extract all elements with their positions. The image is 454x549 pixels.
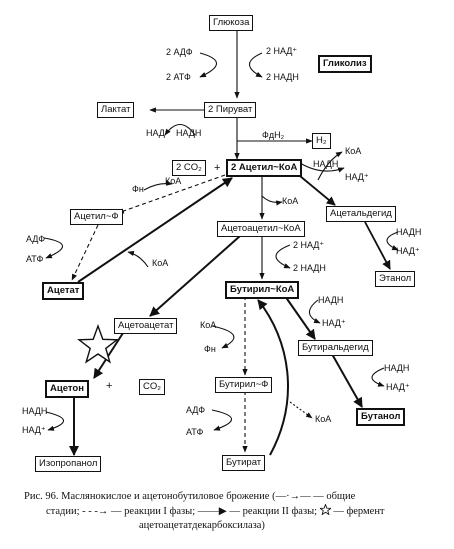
box-butyraldehyde: Бутиральдегид bbox=[298, 340, 373, 356]
box-butanol: Бутанол bbox=[356, 408, 406, 426]
box-acetoacetate: Ацетоацетат bbox=[114, 318, 178, 334]
box-lactate: Лактат bbox=[97, 102, 135, 118]
caption-line-1: Рис. 96. Маслянокислое и ацетонобутилово… bbox=[24, 491, 356, 502]
box-pyruvate: 2 Пируват bbox=[204, 102, 257, 118]
box-acetyl-coa: 2 Ацетил~КоА bbox=[226, 159, 303, 177]
label-nad-lactate: НАД⁺ bbox=[146, 128, 170, 138]
caption-line-2: стадии; - - -→ — реакции I фазы; ——▶ — р… bbox=[46, 506, 318, 517]
arrow-nadh-nad-butyraldehyde bbox=[308, 299, 321, 324]
arrow-nadh-nad-isopropanol bbox=[45, 411, 65, 431]
arrow-koa-release-butyrate bbox=[289, 401, 313, 419]
label-nadh-butyryl: 2 НАДН bbox=[293, 263, 326, 273]
box-acetone: Ацетон bbox=[45, 380, 89, 398]
label-nad-isopropanol: НАД⁺ bbox=[22, 425, 46, 435]
label-adp-glycolysis: 2 АДФ bbox=[166, 47, 193, 57]
label-nadh-butyraldehyde: НАДН bbox=[318, 295, 344, 305]
label-pn-top: Фн bbox=[132, 184, 144, 194]
arrow-adp-atp-butyrylp bbox=[211, 409, 233, 431]
arrow-koa-pn-butyrylp bbox=[211, 325, 235, 349]
legend-star-icon bbox=[319, 504, 331, 515]
arrow-acetoacetylcoa-acetoacetate bbox=[149, 235, 241, 317]
label-koa-butyrylp: КоА bbox=[200, 320, 217, 330]
arrow-pn-koa bbox=[143, 180, 173, 191]
label-nadh-lactate: НАДН bbox=[176, 128, 202, 138]
label-nadh-isopropanol: НАДН bbox=[22, 406, 48, 416]
arrow-koa-acetoacetyl bbox=[261, 195, 283, 206]
box-co2-top: 2 CO₂ bbox=[172, 160, 206, 176]
arrow-acetate-acetylcoa bbox=[77, 177, 233, 283]
label-nadh-butanol: НАДН bbox=[384, 363, 410, 373]
arrow-butyrylcoa-butyraldehyde bbox=[284, 295, 316, 340]
plus-top: + bbox=[214, 162, 221, 174]
arrow-nad-nadh-glycolysis bbox=[248, 52, 263, 78]
label-pn-butyrylp: Фн bbox=[204, 344, 216, 354]
label-nad-acetaldehyde: НАД⁺ bbox=[345, 172, 369, 182]
enzyme-star-icon bbox=[77, 323, 119, 364]
figure-caption: Рис. 96. Маслянокислое и ацетонобутилово… bbox=[24, 490, 444, 533]
label-nad-butyraldehyde: НАД⁺ bbox=[322, 318, 346, 328]
box-isopropanol: Изопропанол bbox=[35, 456, 102, 472]
arrow-nadh-nad-acetaldehyde bbox=[299, 162, 345, 173]
label-fdh2: ФдH₂ bbox=[262, 130, 285, 140]
caption-line-2-wrap: стадии; - - -→ — реакции I фазы; ——▶ — р… bbox=[24, 504, 444, 519]
label-koa-acetoacetyl: КоА bbox=[282, 196, 299, 206]
arrow-adp-atp-acetylp bbox=[43, 237, 64, 259]
label-nad-butyryl: 2 НАД⁺ bbox=[293, 240, 325, 250]
box-butyryl-coa: Бутирил~КоА bbox=[225, 281, 300, 299]
box-ethanol: Этанол bbox=[375, 271, 416, 287]
label-koa-acetaldehyde: КоА bbox=[345, 146, 362, 156]
label-nad-butanol: НАД⁺ bbox=[386, 382, 410, 392]
arrow-koa-acetate-line bbox=[127, 250, 149, 268]
arrow-acetylcoa-acetylp bbox=[117, 174, 226, 214]
arrow-adp-atp-glycolysis bbox=[199, 52, 218, 78]
label-atp-butyrylp: АТФ bbox=[186, 427, 204, 437]
arrow-acetylcoa-acetaldehyde bbox=[299, 175, 336, 206]
label-adp-butyrylp: АДФ bbox=[186, 405, 206, 415]
box-butyryl-p: Бутирил~Ф bbox=[215, 377, 273, 393]
box-glycolysis: Гликолиз bbox=[318, 55, 372, 73]
arrow-nadh-nad-lactate bbox=[164, 123, 196, 136]
box-acetyl-p: Ацетил~Ф bbox=[70, 209, 123, 225]
box-glucose: Глюкоза bbox=[209, 15, 254, 31]
label-nadh-glycolysis: 2 НАДН bbox=[266, 72, 299, 82]
label-nad-glycolysis: 2 НАД⁺ bbox=[266, 46, 298, 56]
label-atp-acetylp: АТФ bbox=[26, 254, 44, 264]
label-koa-acetate: КоА bbox=[152, 258, 169, 268]
label-nadh-ethanol: НАДН bbox=[396, 227, 422, 237]
plus-bottom: + bbox=[106, 380, 113, 392]
arrow-nadh-nad-butanol bbox=[371, 367, 385, 387]
label-koa-acetylp: КоА bbox=[165, 176, 182, 186]
label-nadh-acetaldehyde: НАДН bbox=[313, 159, 339, 169]
box-acetaldehyde: Ацетальдегид bbox=[326, 206, 396, 222]
box-co2-bottom: CO₂ bbox=[139, 379, 165, 395]
label-koa-butyrate: КоА bbox=[315, 414, 332, 424]
arrow-acetaldehyde-ethanol bbox=[364, 221, 391, 270]
label-atp-glycolysis: 2 АТФ bbox=[166, 72, 191, 82]
label-adp-acetylp: АДФ bbox=[26, 234, 46, 244]
label-nad-ethanol: НАД⁺ bbox=[396, 246, 420, 256]
arrow-nad-nadh-butyryl bbox=[275, 244, 291, 269]
box-acetate: Ацетат bbox=[42, 282, 85, 300]
box-h2: H₂ bbox=[312, 133, 331, 149]
caption-line-2b: — фермент bbox=[333, 506, 385, 517]
arrow-nadh-nad-ethanol bbox=[386, 231, 399, 251]
arrow-koa-acetaldehyde bbox=[317, 151, 343, 181]
box-butyrate: Бутират bbox=[222, 455, 266, 471]
arrow-butyrate-butyrylcoa bbox=[257, 299, 289, 456]
arrow-acetylp-acetate bbox=[71, 224, 99, 281]
arrow-butyraldehyde-butanol bbox=[331, 353, 363, 408]
caption-line-3: ацетоацетатдекарбоксилаза) bbox=[139, 520, 265, 531]
box-acetoacetyl-coa: Ацетоацетил~КоА bbox=[217, 221, 305, 237]
